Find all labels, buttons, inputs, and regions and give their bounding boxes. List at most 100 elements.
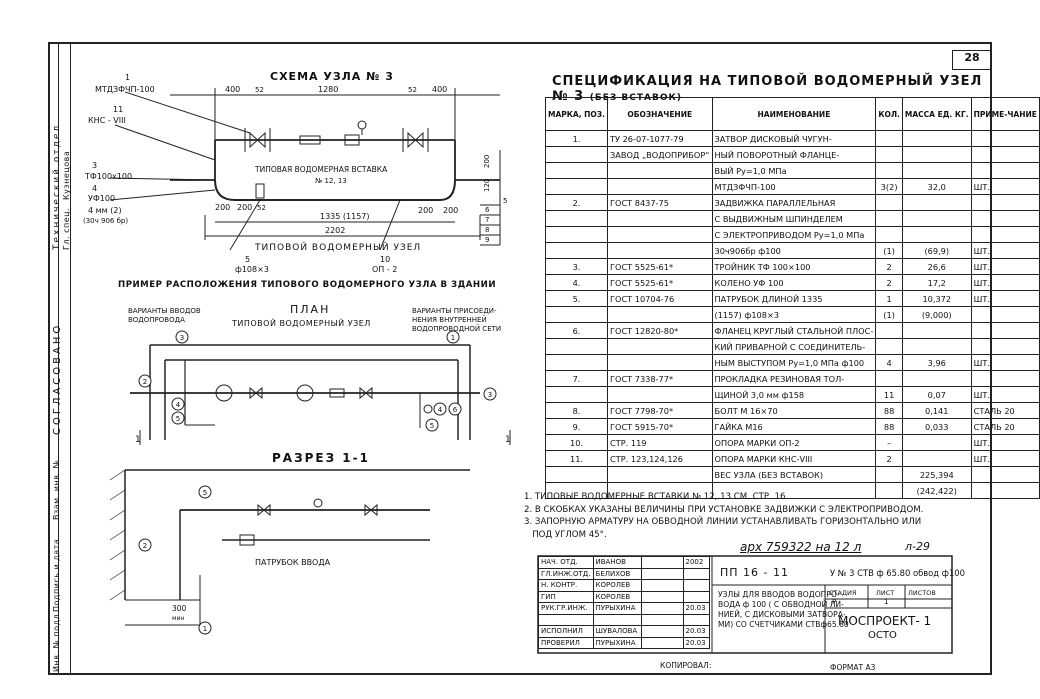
- spec-cell-mark: [545, 386, 608, 403]
- spec-cell-mark: [545, 146, 608, 163]
- spec-cell-note: [970, 322, 1040, 339]
- section-title: РАЗРЕЗ 1-1: [272, 451, 370, 465]
- spec-header-designation: ОБОЗНАЧЕНИЕ: [607, 97, 713, 131]
- note-4: ПОД УГЛОМ 45°.: [524, 529, 607, 540]
- spec-cell-note: ШТ.: [970, 450, 1040, 467]
- staff-name: БЕЛИХОВ: [592, 567, 642, 580]
- spec-cell-name: ВЫЙ Ру=1,0 МПа: [711, 162, 877, 179]
- spec-cell-mark: 9.: [545, 418, 608, 435]
- spec-row: ЗАВОД „ВОДОПРИБОР“НЫЙ ПОВОРОТНЫЙ ФЛАНЦЕ-: [545, 146, 1040, 163]
- drawing-title-line-2: ВОДА ф 100 ( С ОБВОДНОЙ ЛИ-: [718, 600, 844, 609]
- staff-role: РУК.ГР.ИНЖ.: [538, 602, 594, 615]
- spec-cell-note: [970, 130, 1040, 147]
- spec-cell-designation: ГОСТ 5525-61*: [607, 258, 713, 275]
- spec-cell-name: (1157) ф108×3: [711, 306, 877, 323]
- staff-row: Н. КОНТР.КОРОЛЕВ: [538, 579, 710, 592]
- spec-cell-qty: 3(2): [875, 178, 903, 195]
- spec-cell-designation: ГОСТ 8437-75: [607, 194, 713, 211]
- scheme-insert-ref: № 12, 13: [315, 177, 347, 185]
- section-dim-300: 300: [172, 604, 187, 613]
- plan-section-mark-left: 1: [135, 435, 141, 445]
- spec-cell-mass: 3,96: [901, 354, 972, 371]
- spec-header-note: ПРИМЕ-ЧАНИЕ: [970, 97, 1040, 131]
- spec-cell-mark: [545, 226, 608, 243]
- spec-header-name: НАИМЕНОВАНИЕ: [711, 97, 877, 131]
- drawing-title: УЗЛЫ ДЛЯ ВВОДОВ ВОДОПРО- ВОДА ф 100 ( С …: [718, 590, 849, 630]
- plan-circle-5b: 5: [430, 422, 434, 430]
- spec-row: 30ч906бр ф100(1)(69,9)ШТ.: [545, 242, 1040, 259]
- spec-cell-mass: [901, 162, 972, 179]
- spec-cell-designation: [607, 386, 713, 403]
- spec-cell-qty: [875, 338, 903, 355]
- plan-section-mark-right: 1: [505, 435, 511, 445]
- scheme-dim-200d: 200: [443, 206, 458, 215]
- spec-cell-name: 30ч906бр ф100: [711, 242, 877, 259]
- plan-circle-4: 4: [176, 401, 181, 409]
- spec-cell-name: ЗАДВИЖКА ПАРАЛЛЕЛЬНАЯ: [711, 194, 877, 211]
- spec-cell-designation: ГОСТ 10704-76: [607, 290, 713, 307]
- scheme-title: СХЕМА УЗЛА № 3: [270, 70, 394, 83]
- spec-cell-qty: 88: [875, 402, 903, 419]
- scheme-label-4m-sub: (30ч 906 бр): [83, 217, 128, 225]
- spec-cell-designation: ГОСТ 12820-80*: [607, 322, 713, 339]
- spec-cell-qty: 11: [875, 386, 903, 403]
- spec-cell-mass: [901, 370, 972, 387]
- spec-cell-name: КОЛЕНО УФ 100: [711, 274, 877, 291]
- spec-row: 7.ГОСТ 7338-77*ПРОКЛАДКА РЕЗИНОВАЯ ТОЛ-: [545, 370, 1040, 387]
- spec-cell-name: МТДЗФЧП-100: [711, 178, 877, 195]
- format-label: ФОРМАТ А3: [830, 663, 876, 672]
- spec-cell-mark: [545, 210, 608, 227]
- staff-role: Н. КОНТР.: [538, 579, 594, 592]
- spec-cell-qty: 1: [875, 290, 903, 307]
- spec-cell-name: ПАТРУБОК ДЛИНОЙ 1335: [711, 290, 877, 307]
- spec-cell-mass: 17,2: [901, 274, 972, 291]
- spec-cell-note: ШТ.: [970, 242, 1040, 259]
- spec-cell-mark: [545, 242, 608, 259]
- scheme-label-11-text: КНС - VIII: [88, 116, 126, 125]
- spec-cell-mark: [545, 466, 608, 483]
- spec-cell-designation: ГОСТ 5915-70*: [607, 418, 713, 435]
- spec-cell-designation: [607, 242, 713, 259]
- spec-cell-qty: [875, 130, 903, 147]
- drawing-title-line-4: МИ) СО СЧЕТЧИКАМИ СТВф65.80: [718, 620, 849, 629]
- stage-label: СТАДИЯ: [829, 589, 857, 597]
- spec-cell-qty: [875, 226, 903, 243]
- spec-table: МАРКА, ПОЗ. ОБОЗНАЧЕНИЕ НАИМЕНОВАНИЕ КОЛ…: [545, 97, 1040, 499]
- spec-row: (1157) ф108×3(1)(9,000): [545, 306, 1040, 323]
- spec-cell-name: НЫМ ВЫСТУПОМ Ру=1,0 МПа ф100: [711, 354, 877, 371]
- scheme-label-4-text: УФ100: [88, 194, 115, 203]
- scheme-dim-200b: 200: [237, 203, 252, 212]
- spec-cell-mass: [901, 434, 972, 451]
- spec-cell-designation: [607, 466, 713, 483]
- example-caption: ПРИМЕР РАСПОЛОЖЕНИЯ ТИПОВОГО ВОДОМЕРНОГО…: [118, 280, 496, 290]
- drawing-title-line-1: УЗЛЫ ДЛЯ ВВОДОВ ВОДОПРО-: [718, 590, 840, 599]
- copied-label: КОПИРОВАЛ:: [660, 661, 712, 670]
- scheme-label-3-text: ТФ100х100: [84, 172, 132, 181]
- spec-cell-qty: [875, 370, 903, 387]
- note-2: 2. В СКОБКАХ УКАЗАНЫ ВЕЛИЧИНЫ ПРИ УСТАНО…: [524, 504, 924, 515]
- spec-cell-note: [970, 194, 1040, 211]
- scheme-dim-8: 8: [485, 226, 489, 234]
- spec-cell-mark: 8.: [545, 402, 608, 419]
- staff-role: ГЛ.ИНЖ.ОТД.: [538, 567, 594, 580]
- scheme-label-11: 11: [113, 105, 123, 114]
- plan-variants-out-1: ВАРИАНТЫ ПРИСОЕДИ-: [412, 307, 497, 315]
- spec-cell-mark: [545, 482, 608, 499]
- spec-cell-mass: [901, 322, 972, 339]
- section-circle-2: 2: [143, 542, 147, 550]
- spec-cell-note: ШТ.: [970, 274, 1040, 291]
- plan-circle-5: 5: [176, 415, 180, 423]
- spec-cell-qty: (1): [875, 242, 903, 259]
- plan-circle-2: 2: [143, 378, 147, 386]
- spec-cell-mass: 26,6: [901, 258, 972, 275]
- staff-row: [538, 613, 710, 626]
- staff-row: ГЛ.ИНЖ.ОТД.БЕЛИХОВ: [538, 567, 710, 580]
